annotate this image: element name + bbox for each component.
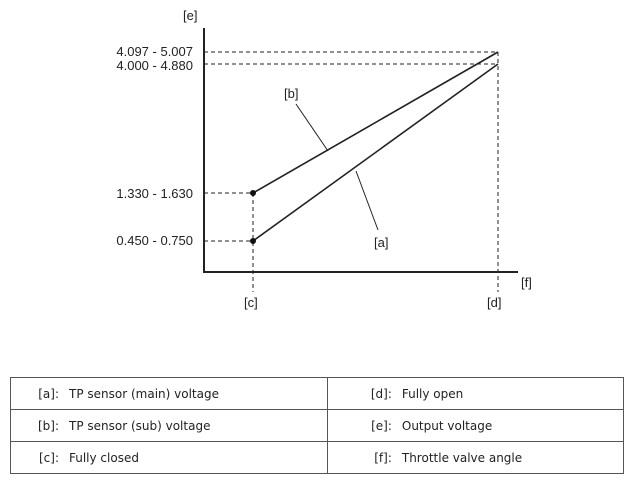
y-tick-1330: 1.330 - 1.630 bbox=[116, 186, 193, 201]
y-axis-label: [e] bbox=[183, 8, 197, 23]
legend-text: Fully open bbox=[401, 386, 464, 401]
point-main-closed bbox=[250, 238, 256, 244]
line-main-voltage bbox=[252, 63, 499, 242]
point-sub-closed bbox=[250, 190, 256, 196]
legend-key: [b]: bbox=[37, 418, 59, 433]
leader-b bbox=[295, 103, 329, 152]
legend-cell: [b]: TP sensor (sub) voltage bbox=[10, 409, 328, 442]
legend-text: Fully closed bbox=[69, 450, 139, 465]
y-tick-0450: 0.450 - 0.750 bbox=[116, 233, 193, 248]
legend-table: [a]: TP sensor (main) voltage [d]: Fully o… bbox=[10, 377, 625, 474]
line-label-a: [a] bbox=[374, 235, 388, 250]
guide-lines bbox=[204, 51, 499, 292]
x-axis-label: [f] bbox=[521, 275, 532, 290]
legend-key: [a]: bbox=[38, 386, 59, 401]
legend-text: Throttle valve angle bbox=[401, 450, 523, 465]
legend-row: [a]: TP sensor (main) voltage [d]: Fully o… bbox=[10, 377, 625, 410]
legend-cell: [f]: Throttle valve angle bbox=[326, 441, 625, 474]
legend-cell: [c]: Fully closed bbox=[10, 441, 328, 474]
x-tick-closed: [c] bbox=[244, 295, 258, 310]
legend-text: TP sensor (sub) voltage bbox=[69, 418, 211, 433]
y-tick-4000: 4.000 - 4.880 bbox=[116, 58, 193, 73]
legend-cell: [e]: Output voltage bbox=[326, 409, 625, 442]
y-tick-4097: 4.097 - 5.007 bbox=[116, 44, 193, 59]
legend-key: [c]: bbox=[38, 450, 59, 465]
line-sub-voltage bbox=[252, 51, 499, 194]
leader-a bbox=[355, 170, 379, 231]
legend-row: [b]: TP sensor (sub) voltage [e]: Output v… bbox=[10, 409, 625, 442]
legend-text: Output voltage bbox=[401, 418, 493, 433]
legend-row: [c]: Fully closed [f]: Throttle valve angl… bbox=[10, 441, 625, 474]
legend-key: [d]: bbox=[370, 386, 392, 401]
legend-cell: [d]: Fully open bbox=[326, 377, 625, 410]
x-tick-open: [d] bbox=[487, 295, 501, 310]
legend-key: [e]: bbox=[371, 418, 392, 433]
legend-cell: [a]: TP sensor (main) voltage bbox=[10, 377, 328, 410]
line-label-b: [b] bbox=[284, 86, 298, 101]
throttle-sensor-diagram: [e] [f] [b] [a] [c] [d] 4.097 - 5.007 4.… bbox=[116, 8, 532, 310]
legend-text: TP sensor (main) voltage bbox=[69, 386, 219, 401]
legend-key: [f]: bbox=[374, 450, 392, 465]
